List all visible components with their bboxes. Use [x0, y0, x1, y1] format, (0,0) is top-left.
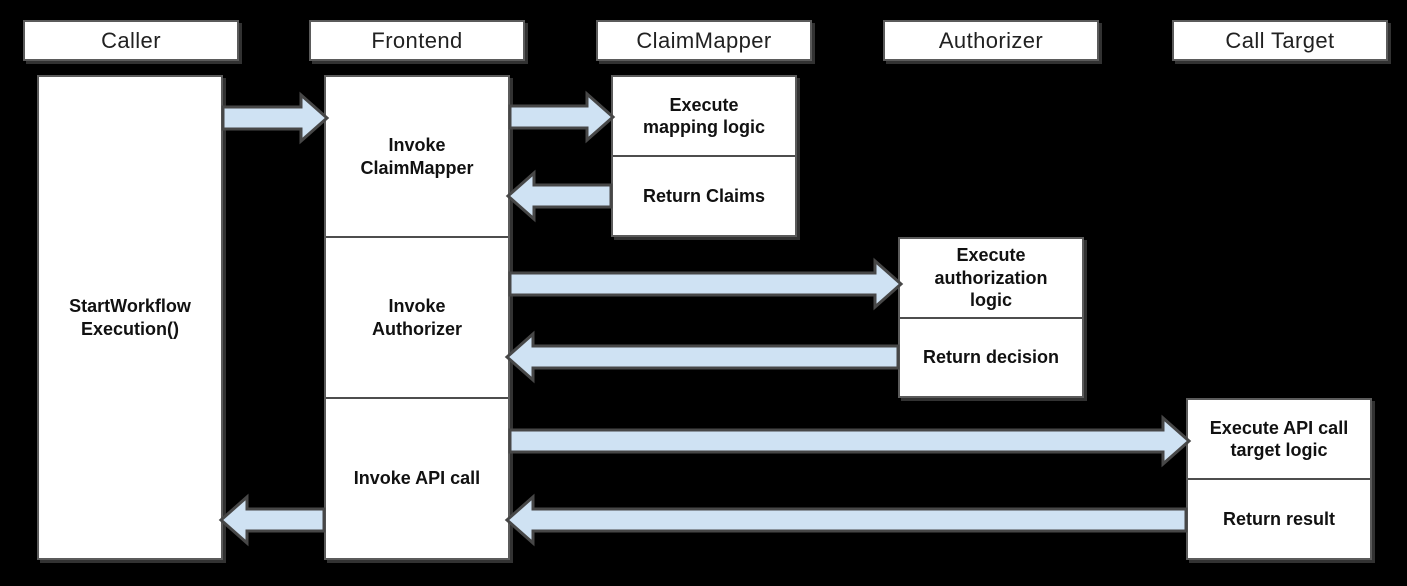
- lifeline-header-frontend: Frontend: [309, 20, 525, 61]
- frontend-activation-box: Invoke ClaimMapper Invoke Authorizer Inv…: [324, 75, 510, 560]
- arrow-claimmapper-to-frontend: [505, 169, 613, 223]
- lifeline-header-claimmapper: ClaimMapper: [596, 20, 812, 61]
- arrow-frontend-to-calltarget: [508, 414, 1192, 468]
- calltarget-activation-box: Execute API call target logic Return res…: [1186, 398, 1372, 560]
- authorizer-step-execute-authorization-logic: Execute authorization logic: [934, 245, 1048, 310]
- frontend-step-invoke-authorizer: Invoke Authorizer: [326, 236, 508, 397]
- claimmapper-step-execute-mapping-logic: Execute mapping logic: [642, 94, 765, 138]
- calltarget-step-return-result: Return result: [1188, 478, 1370, 558]
- authorizer-activation-box: Execute authorization logic Return decis…: [898, 237, 1084, 398]
- claimmapper-activation-box: Execute mapping logic Return Claims: [611, 75, 797, 237]
- caller-activation-box: StartWorkflow Execution(): [37, 75, 223, 560]
- lifeline-header-caller: Caller: [23, 20, 239, 61]
- caller-activation-label: StartWorkflow Execution(): [69, 296, 191, 339]
- lifeline-header-calltarget: Call Target: [1172, 20, 1388, 61]
- claimmapper-step-return-claims: Return Claims: [613, 155, 795, 235]
- arrow-calltarget-to-frontend: [504, 493, 1188, 547]
- authorizer-step-return-decision: Return decision: [900, 316, 1082, 397]
- lifeline-header-authorizer: Authorizer: [883, 20, 1099, 61]
- arrow-frontend-to-caller: [218, 493, 326, 547]
- arrow-frontend-to-authorizer: [508, 257, 904, 311]
- frontend-step-invoke-claimmapper: Invoke ClaimMapper: [360, 135, 474, 178]
- arrow-frontend-to-claimmapper: [508, 90, 616, 144]
- calltarget-step-execute-api-call-target-logic: Execute API call target logic: [1209, 417, 1349, 461]
- frontend-step-invoke-api-call: Invoke API call: [326, 397, 508, 558]
- arrow-caller-to-frontend: [221, 91, 330, 145]
- arrow-authorizer-to-frontend: [504, 330, 900, 384]
